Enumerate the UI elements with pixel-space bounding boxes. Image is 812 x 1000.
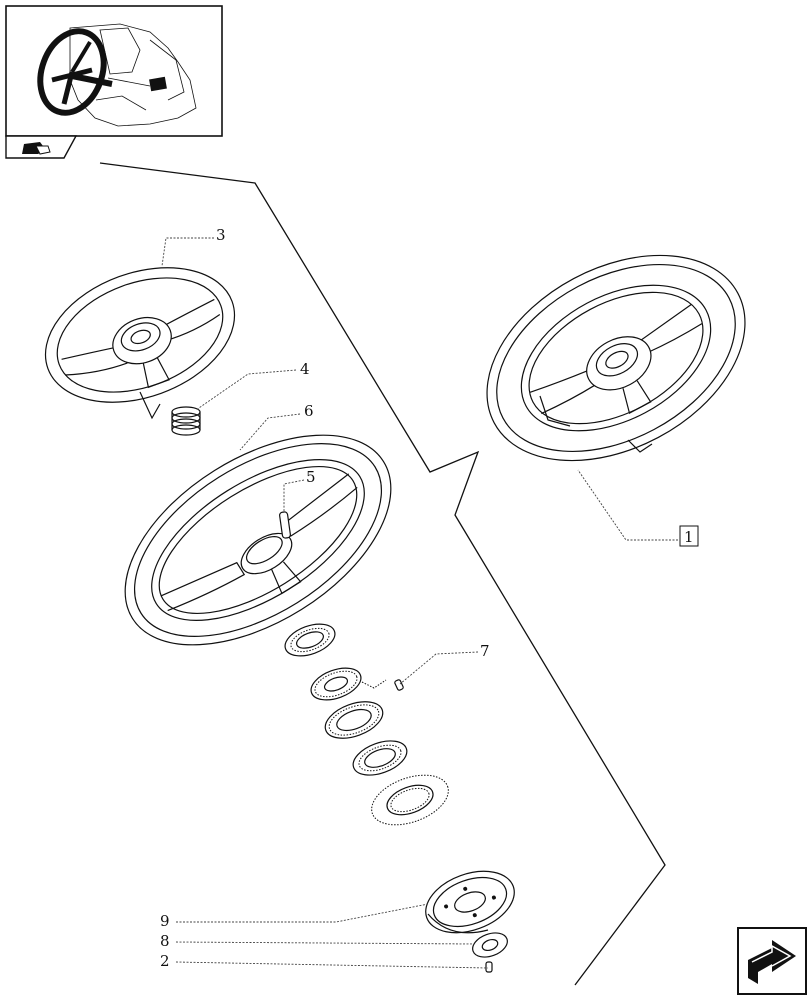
callout-5: 5 [306,468,316,486]
cover-disc-9[interactable] [417,860,523,944]
screw-7[interactable] [394,679,404,691]
callout-4: 4 [300,360,310,378]
next-page-arrow-icon [748,940,796,984]
washer-8[interactable] [469,929,510,962]
steering-wheel-6[interactable] [89,392,427,688]
callout-6: 6 [304,402,314,420]
pin-5[interactable] [279,511,291,539]
steering-wheel-assembly-1[interactable] [452,214,780,503]
section-tab-icon [22,142,51,155]
callout-3: 3 [216,226,226,244]
callout-1-box: 1 [679,525,699,547]
spring-4[interactable] [171,406,201,436]
callout-9: 9 [160,912,170,930]
leader-lines [161,237,678,969]
cab-thumbnail-illustration [37,23,197,127]
screw-2[interactable] [485,961,493,973]
callout-8: 8 [160,932,170,950]
bearing-ring-stack[interactable] [281,618,455,834]
callout-labels: 3 4 6 5 7 1 9 8 2 [160,226,699,970]
callout-2: 2 [160,952,170,970]
next-page-button[interactable] [737,927,807,995]
thumbnail-frame[interactable] [5,5,223,137]
steering-wheel-3[interactable] [27,243,254,427]
section-tab[interactable] [5,135,78,159]
section-divider-line [99,162,666,986]
callout-1: 1 [684,528,694,546]
callout-7: 7 [480,642,490,660]
